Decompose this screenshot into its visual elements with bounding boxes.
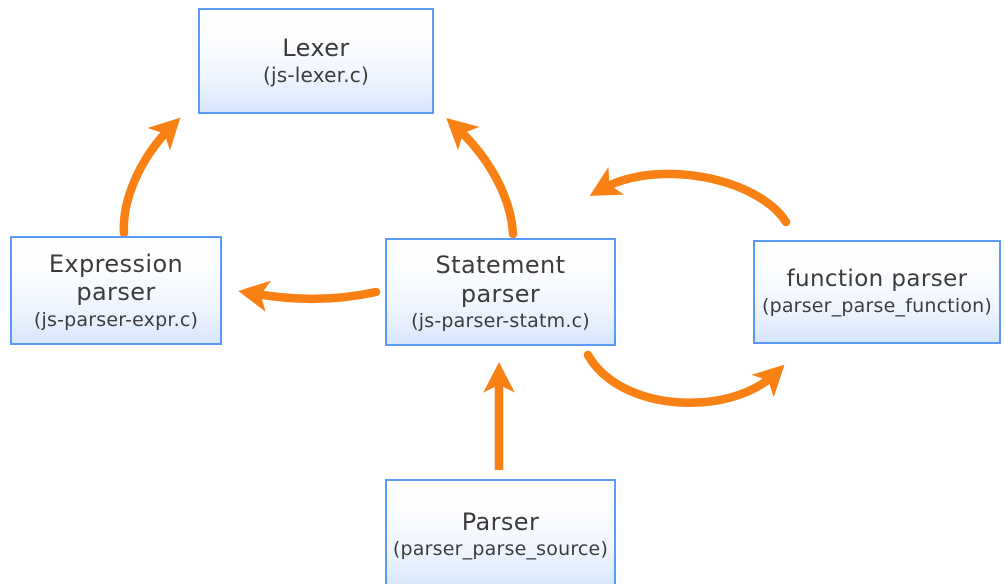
- node-statement-parser-subtitle: (js-parser-statm.c): [411, 310, 590, 333]
- node-expression-parser-title: Expression parser: [48, 249, 184, 307]
- arrow-statement-to-lexer: [446, 117, 518, 239]
- arrow-statement-to-expression: [238, 280, 381, 312]
- node-lexer[interactable]: Lexer (js-lexer.c): [198, 8, 434, 114]
- node-function-parser-subtitle: (parser_parse_function): [761, 295, 993, 318]
- node-parser-subtitle: (parser_parse_source): [392, 537, 609, 560]
- arrow-expression-to-lexer: [119, 117, 181, 238]
- node-expression-parser[interactable]: Expression parser (js-parser-expr.c): [10, 236, 222, 345]
- arrow-statement-to-function: [583, 350, 785, 408]
- node-parser-title: Parser: [461, 507, 540, 536]
- node-function-parser[interactable]: function parser (parser_parse_function): [753, 240, 1001, 344]
- node-lexer-title: Lexer: [282, 34, 350, 63]
- node-parser[interactable]: Parser (parser_parse_source): [385, 479, 616, 584]
- node-statement-parser-title: Statement parser: [435, 251, 566, 308]
- node-statement-parser[interactable]: Statement parser (js-parser-statm.c): [385, 238, 616, 346]
- node-lexer-subtitle: (js-lexer.c): [263, 63, 369, 88]
- arrow-function-to-statement: [589, 166, 791, 227]
- node-function-parser-title: function parser: [786, 266, 968, 293]
- node-expression-parser-subtitle: (js-parser-expr.c): [33, 308, 199, 331]
